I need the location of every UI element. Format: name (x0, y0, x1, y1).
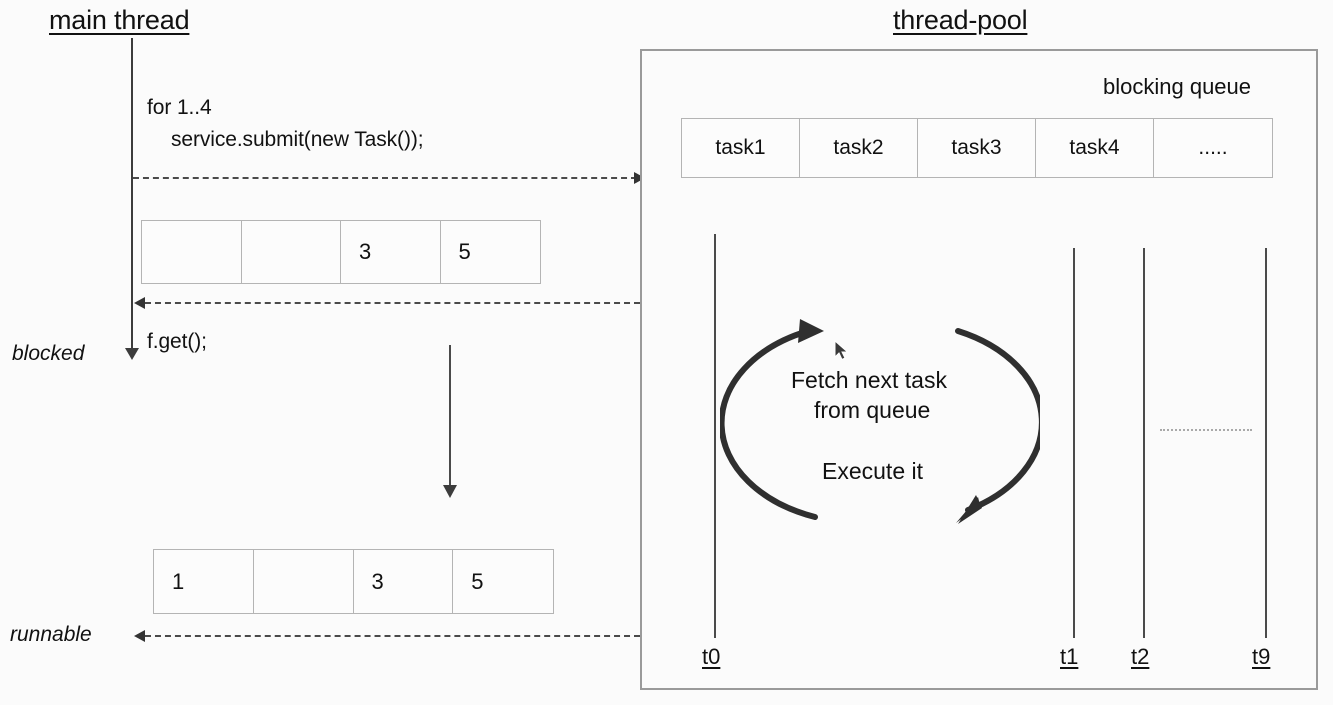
code-service-submit: service.submit(new Task()); (171, 128, 424, 151)
worker-lifeline-t1 (1073, 248, 1075, 638)
worker-label-t0: t0 (702, 644, 721, 669)
result-return-arrowhead-icon (134, 630, 145, 642)
blocking-queue-table: task1 task2 task3 task4 ..... (681, 118, 1273, 178)
cycle-text-line-3: Execute it (822, 458, 923, 484)
queue-cell: task1 (682, 119, 800, 177)
submit-message-arrowhead-icon (634, 172, 645, 184)
cycle-text-line-1: Fetch next task (791, 367, 947, 393)
table-cell: 3 (341, 221, 441, 283)
table-cell (242, 221, 341, 283)
cycle-text-line-2: from queue (814, 397, 931, 423)
table-cell: 5 (458, 239, 471, 264)
submit-message-arrow-line (133, 177, 637, 179)
worker-lifeline-t9 (1265, 248, 1267, 638)
main-thread-lifeline (131, 38, 133, 358)
worker-loop-cycle-icon (720, 319, 1040, 524)
queue-cell: task2 (800, 119, 918, 177)
table-cell (254, 550, 354, 613)
futures-return-arrow-line (145, 302, 640, 304)
code-for-loop: for 1..4 (147, 96, 212, 119)
worker-ellipsis-divider (1160, 429, 1252, 431)
time-progression-arrowhead-icon (443, 485, 457, 498)
queue-cell: ..... (1198, 136, 1228, 159)
table-cell: 1 (154, 550, 254, 613)
worker-lifeline-t2 (1143, 248, 1145, 638)
futures-array-before: 3 5 (141, 220, 541, 284)
futures-return-arrowhead-icon (134, 297, 145, 309)
main-thread-title: main thread (49, 5, 190, 35)
queue-cell: task4 (1036, 119, 1154, 177)
main-thread-lifeline-arrowhead-icon (125, 348, 139, 360)
table-cell: 3 (354, 550, 454, 613)
code-future-get: f.get(); (147, 330, 207, 353)
table-cell: 5 (471, 568, 484, 594)
result-return-arrow-line (145, 635, 640, 637)
futures-array-after: 1 3 5 (153, 549, 554, 614)
state-label-runnable: runnable (10, 623, 92, 646)
time-progression-arrow-line (449, 345, 451, 487)
state-label-blocked: blocked (12, 342, 85, 365)
table-cell (142, 221, 242, 283)
worker-label-t9: t9 (1252, 644, 1271, 669)
worker-lifeline-t0 (714, 234, 716, 638)
mouse-cursor-icon (834, 340, 849, 361)
blocking-queue-label: blocking queue (1103, 74, 1252, 99)
worker-label-t1: t1 (1060, 644, 1079, 669)
worker-label-t2: t2 (1131, 644, 1150, 669)
thread-pool-title: thread-pool (893, 5, 1028, 35)
queue-cell: task3 (918, 119, 1036, 177)
